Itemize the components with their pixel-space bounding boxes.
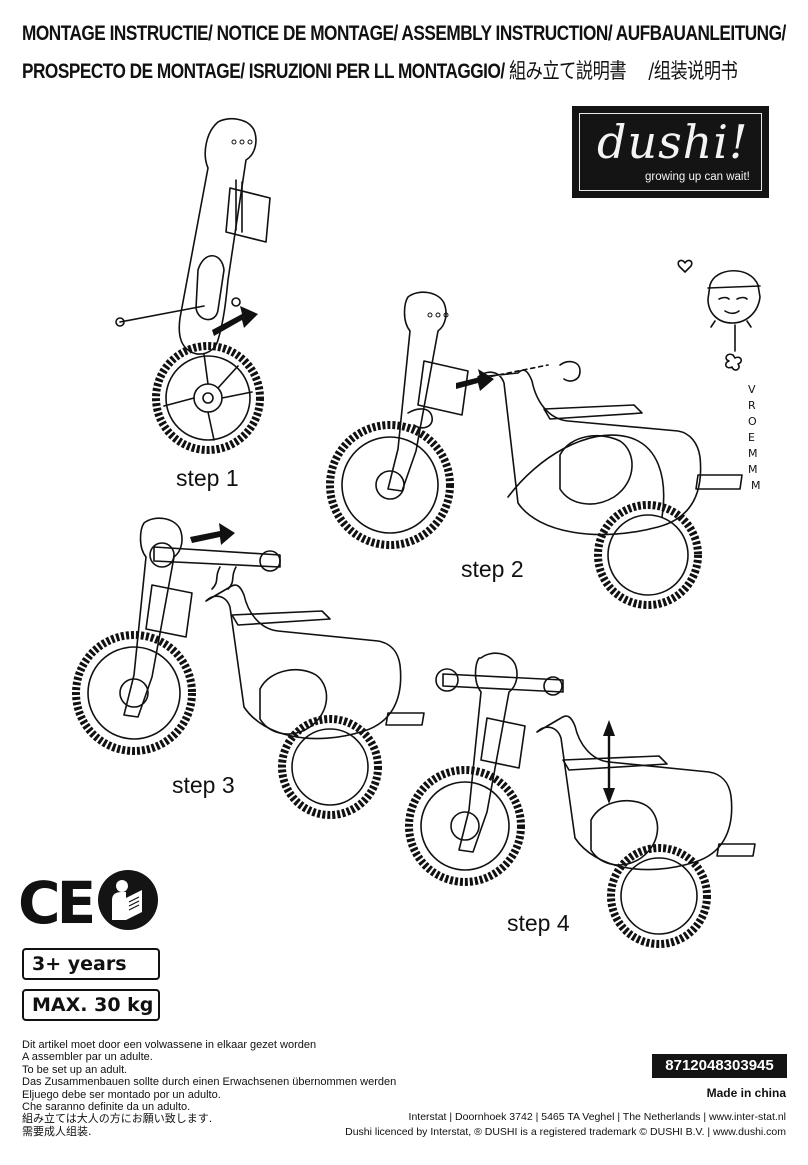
sound-letter: R (748, 399, 756, 412)
step-3-illustration (72, 517, 425, 819)
note-line: 需要成人组装. (22, 1124, 92, 1138)
ce-mark-icon: CE (18, 869, 96, 937)
assembly-notes: Dit artikel moet door een volwassene in … (22, 1039, 542, 1138)
note-line: Eljuego debe ser montado por un adulto. (22, 1088, 221, 1101)
sound-letter: M (751, 479, 761, 492)
dushi-logo: dushi! growing up can wait! (572, 106, 769, 198)
step-2-label: step 2 (461, 556, 524, 582)
barcode-number: 8712048303945 (652, 1054, 787, 1078)
sound-letter: E (748, 431, 755, 444)
step-4-illustration (405, 652, 756, 948)
read-manual-icon (98, 870, 158, 930)
logo-frame (579, 113, 762, 191)
step-4-label: step 4 (507, 910, 570, 936)
step-3-label: step 3 (172, 772, 235, 798)
title-line-2: PROSPECTO DE MONTAGE/ ISRUZIONI PER LL M… (22, 55, 738, 85)
step-1-label: step 1 (176, 465, 239, 491)
title-line-1: MONTAGE INSTRUCTIE/ NOTICE DE MONTAGE/ A… (22, 22, 786, 45)
sound-letter: V (748, 383, 756, 396)
helmet-kid-doodle-icon (677, 259, 761, 371)
step-2-illustration (326, 291, 743, 609)
note-line: To be set up an adult. (22, 1063, 128, 1076)
sound-letter: O (748, 415, 757, 428)
note-line: 組み立ては大人の方にお願い致します. (22, 1112, 213, 1126)
note-line: Che saranno definite da un adulto. (22, 1101, 191, 1114)
max-weight-badge: MAX. 30 kg (22, 989, 160, 1021)
sound-letter: M (748, 447, 758, 460)
title-line-2-japanese: 組み立て説明書 (508, 59, 627, 83)
made-in-label: Made in china (706, 1086, 786, 1100)
sound-letter: M (748, 463, 758, 476)
footer-license: Dushi licenced by Interstat, ® DUSHI is … (345, 1126, 786, 1138)
note-line: Dit artikel moet door een volwassene in … (22, 1039, 317, 1051)
note-line: Das Zusammenbauen sollte durch einen Erw… (22, 1076, 397, 1089)
logo-wordmark: dushi! (597, 115, 749, 169)
logo-tagline: growing up can wait! (645, 171, 750, 183)
note-line: A assembler par un adulte. (22, 1051, 153, 1064)
title-line-2-chinese: /组装说明书 (648, 59, 738, 83)
title-line-2-latin: PROSPECTO DE MONTAGE/ ISRUZIONI PER LL M… (22, 60, 505, 83)
footer-address: Interstat | Doornhoek 3742 | 5465 TA Veg… (408, 1111, 786, 1123)
age-badge: 3+ years (22, 948, 160, 980)
step-1-illustration (115, 117, 271, 454)
